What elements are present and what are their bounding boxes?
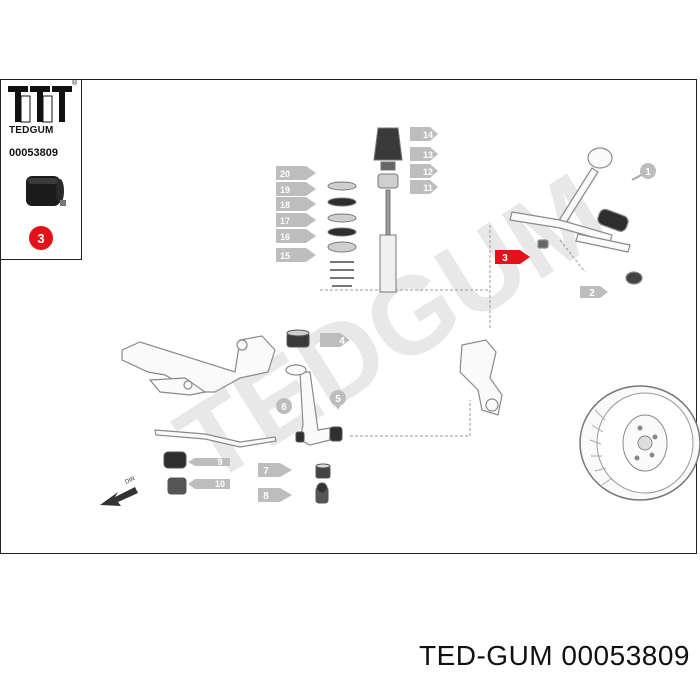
callout-18: 18 [276, 197, 316, 211]
caption: TED-GUM 00053809 [418, 640, 690, 671]
svg-text:15: 15 [280, 251, 290, 261]
callout-8: 8 [258, 488, 292, 502]
tedgum-logo-icon [8, 86, 72, 123]
highlight-badge: 3 [29, 226, 53, 250]
svg-text:9: 9 [217, 457, 222, 467]
strut-assembly [327, 127, 403, 293]
brand-name: TEDGUM [9, 125, 54, 136]
part-number: 00053809 [9, 147, 58, 159]
callout-9: 9 [188, 457, 230, 467]
callout-17: 17 [276, 213, 316, 227]
svg-text:19: 19 [280, 185, 290, 195]
callout-11: 11 [410, 180, 438, 194]
callout-15: 15 [276, 248, 316, 262]
callout-16: 16 [276, 229, 316, 243]
callout-1: 1 [631, 163, 656, 181]
callout-2: 2 [580, 286, 608, 299]
diagram-frame [0, 79, 697, 554]
callout-10: 10 [188, 479, 230, 489]
anti-roll-bar [154, 429, 277, 448]
svg-text:16: 16 [280, 232, 290, 242]
svg-text:18: 18 [280, 200, 290, 210]
callout-20: 20 [276, 166, 316, 180]
callout-19: 19 [276, 182, 316, 196]
registered-mark: ® [72, 80, 78, 87]
svg-text:8: 8 [263, 491, 269, 502]
wheel [579, 385, 700, 501]
direction-arrow-icon: DIR [100, 476, 138, 506]
watermark-text: TEDGUM [157, 150, 626, 507]
bushing-product-icon [26, 176, 66, 206]
svg-text:11: 11 [423, 183, 433, 193]
svg-text:1: 1 [645, 167, 651, 178]
svg-text:5: 5 [335, 394, 341, 405]
callout-6: 6 [276, 398, 292, 414]
svg-text:4: 4 [339, 336, 345, 347]
callout-3-highlight: 3 [495, 250, 530, 264]
callout-14: 14 [410, 127, 438, 141]
svg-text:2: 2 [589, 288, 595, 299]
callout-12: 12 [410, 164, 438, 178]
svg-text:14: 14 [423, 130, 433, 140]
steering-knuckle [459, 339, 503, 416]
steering [509, 147, 643, 285]
svg-text:17: 17 [280, 216, 290, 226]
callout-7: 7 [258, 463, 292, 477]
svg-text:6: 6 [281, 402, 287, 413]
svg-text:13: 13 [423, 150, 433, 160]
callout-13: 13 [410, 147, 438, 161]
svg-text:3: 3 [502, 253, 508, 264]
svg-text:DIR: DIR [124, 476, 137, 486]
subframe [121, 335, 276, 396]
svg-text:20: 20 [280, 169, 290, 179]
svg-text:10: 10 [215, 479, 225, 489]
connector-lines [320, 225, 586, 437]
watermark: TEDGUM [157, 150, 626, 507]
arm-bushings [163, 329, 343, 504]
svg-text:7: 7 [263, 466, 269, 477]
callout-4: 4 [320, 333, 350, 347]
callout-5: 5 [330, 390, 346, 410]
svg-text:12: 12 [423, 167, 433, 177]
